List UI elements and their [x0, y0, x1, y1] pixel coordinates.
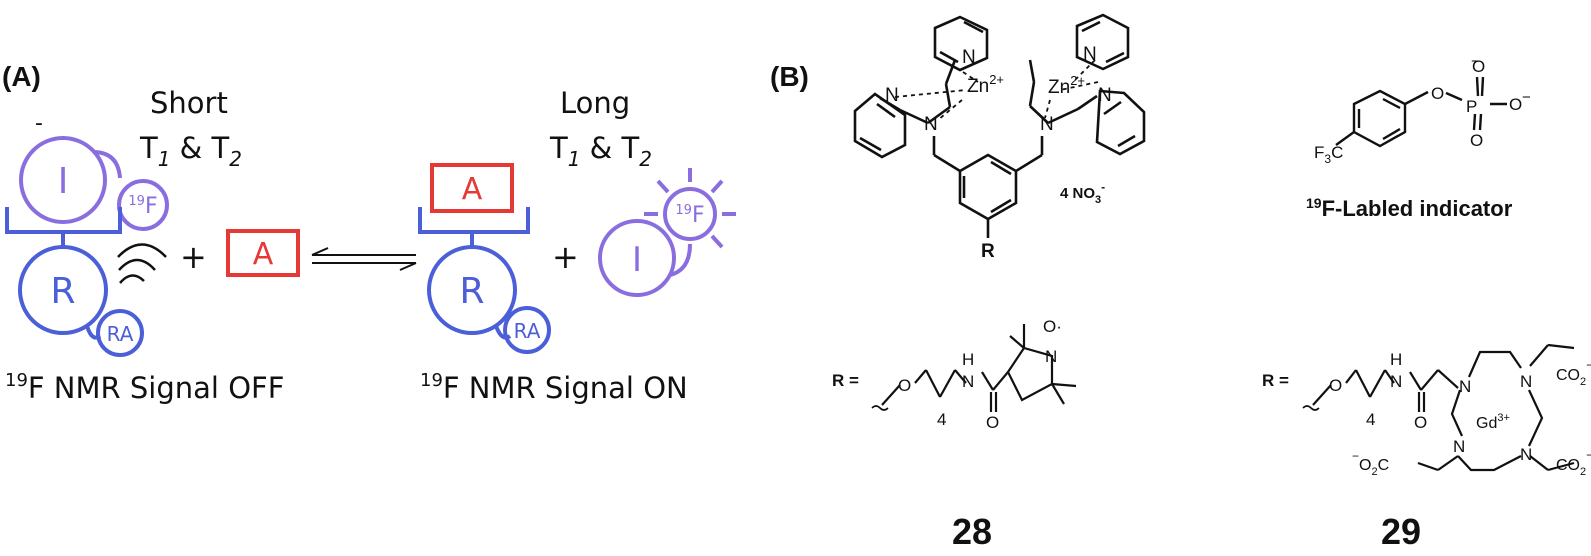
long-label: Long — [560, 86, 630, 120]
nitroxide-substituent-structure — [871, 324, 1077, 412]
zinc-receptor-structure — [853, 13, 1146, 238]
receptor-circle — [427, 245, 517, 335]
signal-burst-rays — [644, 168, 736, 249]
plus-sign-right: + — [552, 238, 579, 276]
atom-N-left-pyridine: N — [885, 85, 899, 106]
carboxylate-bottom-left: −O2C — [1352, 449, 1389, 478]
indicator-linker — [92, 150, 122, 179]
relaxation-agent-linker — [494, 325, 512, 340]
receptor-complex-off: I 19F R RA — [5, 136, 169, 357]
bound-analyte-letter: A — [462, 172, 483, 207]
zinc-right-label: Zn2+ — [1048, 73, 1085, 98]
atom-H-amide-29: H — [1390, 350, 1402, 369]
receptor-binding-cup — [5, 207, 122, 234]
atom-N-amide-29: N — [1390, 372, 1402, 391]
cf3-group: F3C — [1314, 143, 1343, 166]
relaxation-agent-circle — [503, 306, 551, 354]
nitrate-counterion: 4 NO3- — [1060, 180, 1105, 206]
indicator-caption: 19F-Labled indicator — [1306, 195, 1513, 221]
short-label: Short — [150, 86, 228, 120]
bound-analyte-box — [430, 163, 514, 213]
atom-N-macrocycle-2: N — [1520, 372, 1532, 391]
signal-off-caption: 19F NMR Signal OFF — [5, 370, 284, 405]
atom-N-right-amine: N — [1040, 114, 1054, 135]
chain-length-29: 4 — [1366, 410, 1375, 429]
compound-number-29: 29 — [1381, 511, 1421, 552]
atom-N-amide-28: N — [962, 372, 974, 391]
equilibrium-arrows — [311, 247, 417, 271]
atom-P: P — [1466, 97, 1477, 116]
atom-N-macrocycle-1: N — [1459, 377, 1471, 396]
carboxylate-top-right: CO2− — [1556, 358, 1591, 388]
fluorine-tag-label: 19F — [128, 194, 157, 219]
indicator-circle — [598, 219, 676, 297]
charge-O-top: − — [1471, 53, 1480, 70]
nitroxide-oxygen-radical: O· — [1043, 317, 1062, 336]
compound-number-28: 28 — [952, 511, 992, 552]
panel-a-label: (A) — [2, 61, 41, 92]
panel-b-label: (B) — [770, 61, 809, 92]
indicator-letter: I — [632, 240, 642, 280]
relaxation-agent-circle — [96, 309, 144, 357]
atom-N-right-pyridine: N — [1098, 85, 1112, 106]
zinc-left-label: Zn2+ — [967, 72, 1004, 97]
atom-O-bottom: O — [1470, 131, 1483, 150]
fluorine-tag-circle — [663, 187, 717, 241]
gadolinium-ion-label: Gd3+ — [1476, 412, 1510, 432]
atom-O-carbonyl-28: O — [986, 413, 999, 432]
chain-length-28: 4 — [937, 410, 946, 429]
atom-O-ether-28: O — [898, 376, 911, 395]
minus-sign: - — [35, 111, 43, 136]
plus-sign-left: + — [180, 238, 207, 276]
fluoro-indicator-structure — [1335, 76, 1507, 148]
relaxation-agent-label: RA — [514, 319, 541, 343]
analyte-letter: A — [253, 237, 274, 272]
fluorine-tag-circle — [117, 179, 169, 231]
signal-wave-2 — [118, 258, 156, 271]
signal-on-caption: 19F NMR Signal ON — [420, 370, 688, 405]
fluorine-tag-label: 19F — [675, 203, 704, 228]
r-equals-28: R = — [832, 371, 859, 390]
carboxylate-bottom-right: CO2− — [1556, 448, 1591, 478]
atom-O-right: O — [1509, 95, 1522, 114]
atom-N-top-left-pyridine: N — [962, 47, 976, 68]
atom-N-left-amine: N — [924, 114, 938, 135]
r-substituent-label: R — [981, 241, 995, 262]
signal-wave-3 — [117, 243, 167, 258]
indicator-circle — [19, 136, 107, 224]
atom-N-macrocycle-3: N — [1520, 445, 1532, 464]
atom-H-amide-28: H — [962, 350, 974, 369]
analyte-box — [226, 229, 300, 277]
r-equals-29: R = — [1262, 371, 1289, 390]
released-indicator: I 19F — [598, 168, 736, 297]
receptor-letter: R — [50, 271, 75, 312]
signal-wave-1 — [119, 274, 145, 284]
atom-O-ester: O — [1431, 84, 1444, 103]
atom-N-macrocycle-4: N — [1453, 437, 1465, 456]
receptor-complex-on: A R RA — [418, 163, 551, 354]
gadolinium-substituent-structure — [1302, 343, 1575, 472]
atom-N-nitroxide: N — [1045, 347, 1057, 366]
long-relaxation-label: T1 & T2 — [549, 131, 652, 171]
atom-O-carbonyl-29: O — [1414, 413, 1427, 432]
receptor-circle — [18, 245, 108, 335]
atom-N-top-right-pyridine: N — [1083, 44, 1097, 65]
indicator-letter: I — [58, 161, 69, 202]
short-relaxation-label: T1 & T2 — [139, 131, 242, 171]
charge-O-right: − — [1522, 89, 1531, 106]
atom-O-ether-29: O — [1329, 376, 1342, 395]
atom-O-top: O — [1472, 57, 1485, 76]
receptor-letter: R — [459, 271, 484, 312]
relaxation-agent-label: RA — [107, 322, 134, 346]
indicator-linker — [669, 243, 692, 277]
